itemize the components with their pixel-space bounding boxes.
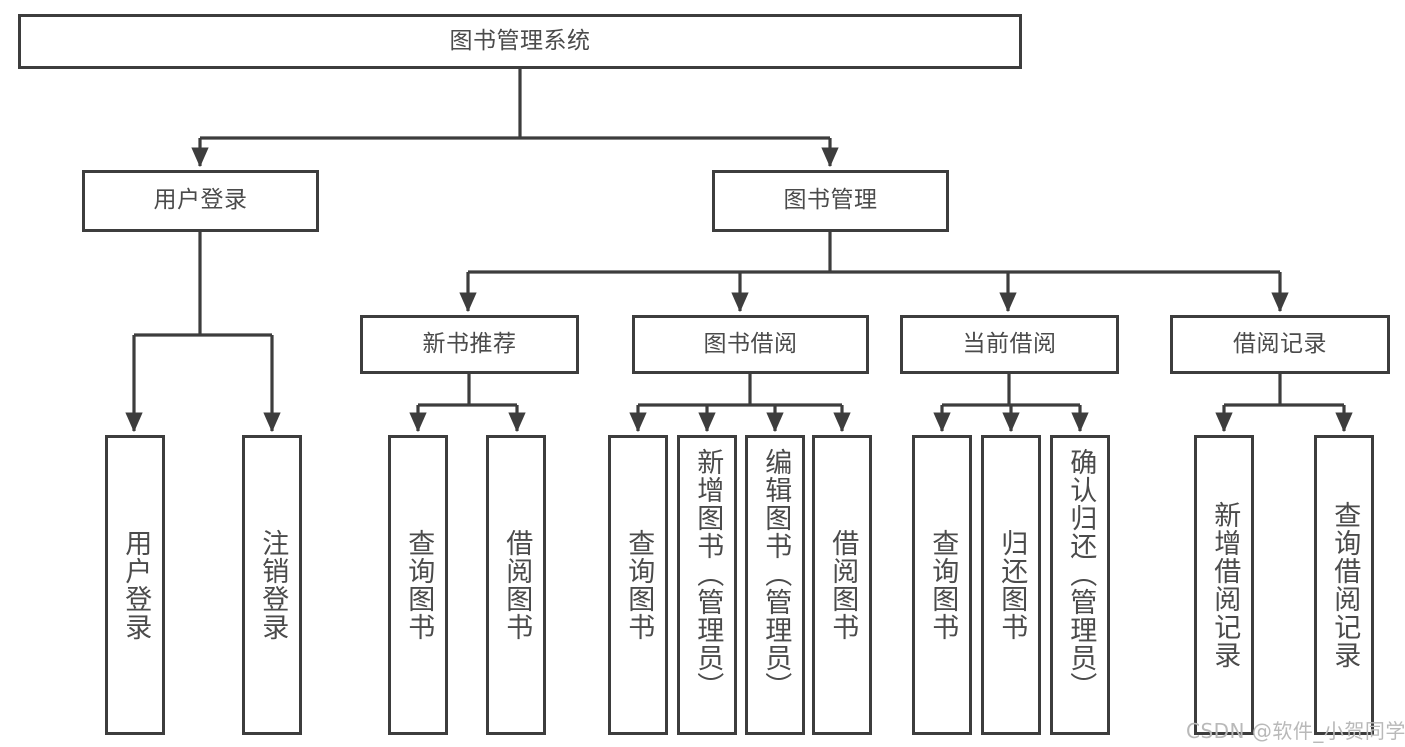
leaf-label-edit-book-admin: 编辑图书（管理员） [760,448,792,700]
leaf-add-borrow-record[interactable]: 新增借阅记录 [1194,435,1254,735]
leaf-confirm-return-admin[interactable]: 确认归还（管理员） [1050,435,1110,735]
node-new-book-recommend[interactable]: 新书推荐 [360,315,579,374]
leaf-borrow-book-rec[interactable]: 借阅图书 [486,435,546,735]
leaf-query-book-borrow[interactable]: 查询图书 [608,435,668,735]
node-book-management[interactable]: 图书管理 [712,170,949,232]
leaf-label-logout-login: 注销登录 [257,529,289,641]
leaf-label-confirm-return-admin: 确认归还（管理员） [1065,448,1097,700]
node-label-book-borrow: 图书借阅 [703,330,798,357]
leaf-label-add-borrow-record: 新增借阅记录 [1209,501,1241,669]
leaf-label-query-book-current: 查询图书 [927,529,959,641]
node-label-new-book-recommend: 新书推荐 [422,330,517,357]
leaf-label-user-login: 用户登录 [120,529,152,641]
leaf-label-return-book: 归还图书 [996,529,1028,641]
leaf-query-book-rec[interactable]: 查询图书 [388,435,448,735]
node-root-system[interactable]: 图书管理系统 [18,14,1022,69]
leaf-add-book-admin[interactable]: 新增图书（管理员） [677,435,737,735]
leaf-edit-book-admin[interactable]: 编辑图书（管理员） [745,435,805,735]
node-borrow-record[interactable]: 借阅记录 [1170,315,1390,374]
leaf-label-query-book-rec: 查询图书 [403,529,435,641]
leaf-label-query-borrow-record: 查询借阅记录 [1329,501,1361,669]
leaf-user-login[interactable]: 用户登录 [105,435,165,735]
leaf-label-borrow-book: 借阅图书 [827,529,859,641]
leaf-return-book[interactable]: 归还图书 [981,435,1041,735]
node-current-borrow[interactable]: 当前借阅 [900,315,1119,374]
leaf-label-add-book-admin: 新增图书（管理员） [692,448,724,700]
leaf-label-query-book-borrow: 查询图书 [623,529,655,641]
node-label-borrow-record: 借阅记录 [1233,330,1327,357]
node-label-root: 图书管理系统 [449,27,591,54]
node-label-current-borrow: 当前借阅 [962,330,1057,357]
node-label-book-management: 图书管理 [783,187,878,214]
leaf-logout-login[interactable]: 注销登录 [242,435,302,735]
node-book-borrow[interactable]: 图书借阅 [632,315,869,374]
leaf-query-borrow-record[interactable]: 查询借阅记录 [1314,435,1374,735]
leaf-label-borrow-book-rec: 借阅图书 [501,529,533,641]
node-user-login[interactable]: 用户登录 [82,170,319,232]
node-label-user-login: 用户登录 [153,187,248,214]
leaf-query-book-current[interactable]: 查询图书 [912,435,972,735]
leaf-borrow-book[interactable]: 借阅图书 [812,435,872,735]
watermark-text: CSDN @软件_小贺同学 [1186,719,1405,743]
